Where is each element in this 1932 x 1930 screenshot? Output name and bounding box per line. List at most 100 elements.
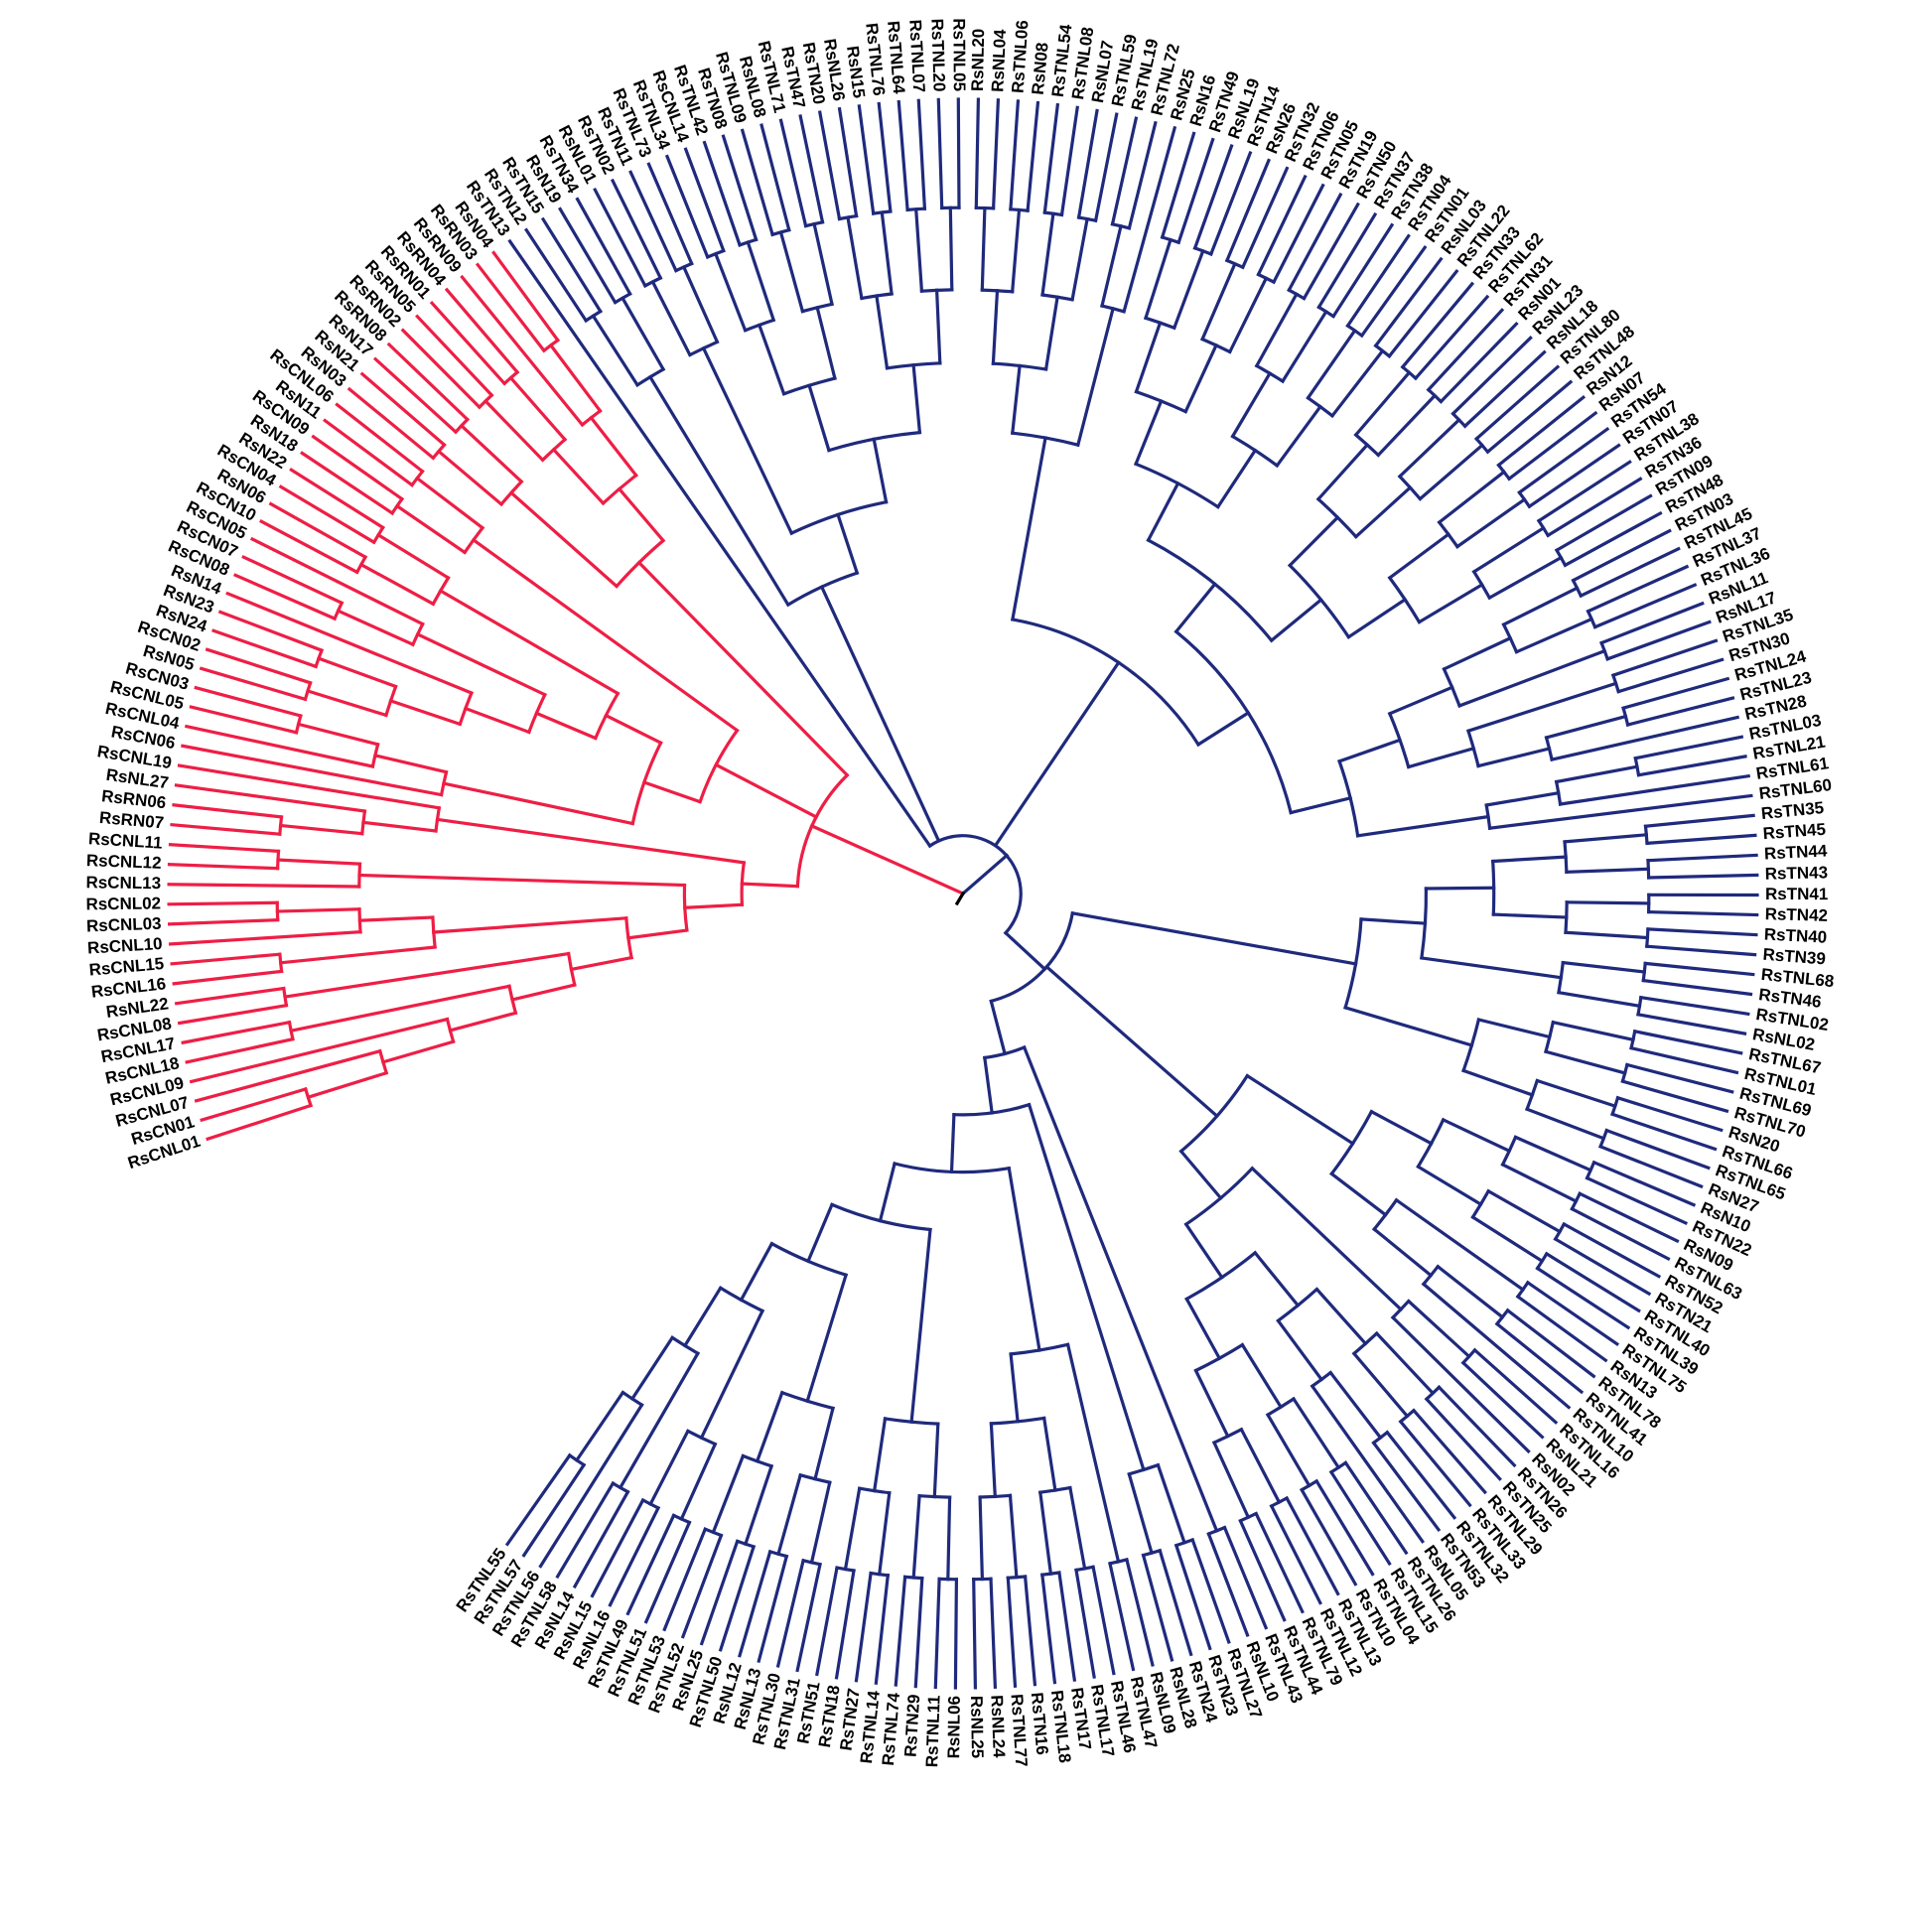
- clade-branch: [1369, 1109, 1434, 1146]
- leaf-branch: [1621, 676, 1730, 711]
- leaf-branch: [177, 1003, 289, 1026]
- leaf-branch: [1646, 873, 1759, 880]
- leaf-branch: [991, 98, 1001, 210]
- clade-arc: [1500, 1135, 1518, 1168]
- leaf-branch: [1625, 696, 1735, 727]
- clade-branch: [932, 1422, 940, 1499]
- clade-branch: [1353, 484, 1413, 539]
- leaf-branch: [172, 803, 284, 819]
- leaf-branch: [721, 134, 759, 242]
- leaf-branch: [194, 685, 303, 718]
- clade-branch: [414, 476, 485, 530]
- clade-arc: [580, 408, 603, 428]
- leaf-branch: [1108, 1561, 1136, 1672]
- clade-arc: [634, 366, 666, 388]
- leaf-branch: [1592, 583, 1698, 629]
- leaf-branch: [1190, 1537, 1231, 1644]
- clade-branch: [1183, 1221, 1225, 1280]
- leaf-branch: [1059, 105, 1080, 217]
- clade-arc: [1316, 305, 1336, 319]
- clade-branch: [813, 1406, 835, 1481]
- clade-branch: [776, 1472, 803, 1557]
- leaf-branch: [1302, 202, 1360, 301]
- clade-branch: [1544, 714, 1628, 740]
- leaf-branch: [1553, 1236, 1652, 1297]
- clade-arc: [781, 376, 837, 396]
- clade-branch: [551, 447, 606, 506]
- clade-branch: [909, 1227, 932, 1424]
- clade-arc: [795, 772, 850, 889]
- clade-branch: [911, 1493, 921, 1580]
- clade-branch: [1003, 930, 1047, 972]
- clade-branch: [1287, 514, 1340, 568]
- leaf-branch: [200, 1087, 308, 1123]
- clade-arc: [769, 1241, 849, 1278]
- leaf-branch: [1269, 1503, 1322, 1605]
- leaf-branch: [1496, 395, 1587, 468]
- clade-arc: [1371, 1197, 1399, 1232]
- leaf-branch: [874, 1573, 891, 1685]
- clade-branch: [757, 323, 786, 396]
- leaf-branch: [335, 402, 425, 475]
- leaf-branch: [205, 647, 313, 685]
- leaf-branch: [189, 1017, 450, 1084]
- leaf-branch: [1554, 493, 1653, 553]
- leaf-branch: [593, 187, 647, 288]
- leaf-branch: [555, 1480, 616, 1580]
- leaf-branch: [933, 1577, 941, 1690]
- leaf-branch: [386, 342, 471, 422]
- leaf-branch: [643, 1520, 692, 1624]
- leaf-branch: [184, 724, 375, 768]
- leaf-label: RsTN42: [1764, 904, 1828, 925]
- leaf-branch: [1359, 244, 1428, 339]
- clade-branch: [805, 1202, 835, 1264]
- clade-branch: [743, 1463, 774, 1547]
- leaf-branch: [680, 1533, 724, 1639]
- clade-branch: [682, 1286, 723, 1348]
- clade-branch: [1127, 1471, 1154, 1556]
- leaf-branch: [1645, 833, 1757, 846]
- leaf-branch: [1437, 1385, 1517, 1468]
- clade-branch: [911, 362, 922, 435]
- leaf-branch: [346, 386, 436, 461]
- clade-arc: [871, 209, 893, 215]
- leaf-label: RsCNL10: [86, 934, 163, 958]
- clade-branch: [1172, 248, 1205, 331]
- clade-branch: [875, 294, 890, 370]
- clade-arc: [1146, 537, 1274, 643]
- clade-arc: [1110, 221, 1132, 230]
- leaf-label: RsN08: [1029, 42, 1052, 95]
- clade-branch: [846, 215, 864, 301]
- leaf-label: RsTN40: [1763, 924, 1827, 946]
- clade-branch: [819, 584, 941, 844]
- clade-branch: [1416, 1164, 1483, 1207]
- clade-branch: [357, 915, 435, 922]
- clade-branch: [1269, 597, 1323, 643]
- leaf-branch: [1371, 1441, 1442, 1533]
- clade-arc: [1515, 1280, 1531, 1300]
- clade-branch: [1276, 1318, 1324, 1382]
- leaf-branch: [1040, 1573, 1057, 1685]
- leaf-label: RsCNL13: [85, 873, 161, 893]
- leaf-label: RsCNL11: [87, 829, 163, 853]
- leaf-label: RsTNL77: [1008, 1694, 1032, 1768]
- leaf-branch: [1076, 108, 1099, 219]
- leaf-branch: [1579, 546, 1681, 599]
- leaf-branch: [168, 843, 281, 854]
- clade-arc: [801, 1558, 822, 1567]
- leaf-branch: [268, 501, 368, 560]
- clade-branch: [617, 486, 666, 543]
- leaf-branch: [1439, 321, 1519, 404]
- clade-branch: [1075, 306, 1116, 448]
- clade-branch: [1038, 1490, 1053, 1576]
- clade-arc: [1554, 779, 1563, 806]
- leaf-branch: [815, 1566, 839, 1677]
- leaf-branch: [664, 154, 710, 259]
- leaf-branch: [475, 262, 547, 353]
- clade-branch: [1418, 443, 1485, 501]
- clade-branch: [1420, 956, 1564, 980]
- clade-branch: [1239, 1427, 1282, 1505]
- leaf-branch: [798, 114, 825, 224]
- clade-branch: [1351, 1351, 1410, 1419]
- clade-branch: [1314, 1287, 1368, 1346]
